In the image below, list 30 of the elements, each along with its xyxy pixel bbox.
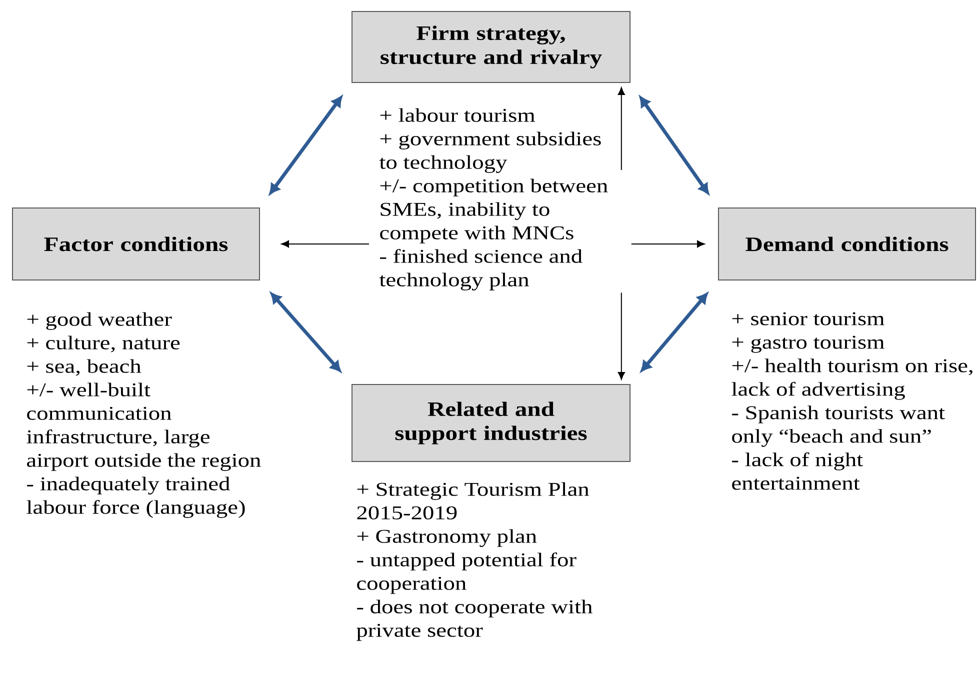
arrow — [630, 240, 705, 248]
bullet-item: +/- health tourism on rise, lack of advertising — [732, 358, 972, 400]
bullet-item: - lack of night entertainment — [732, 452, 863, 490]
factor-box: Firm strategy, structure and rivalry — [352, 11, 630, 83]
bullet-item: - Spanish tourists want only “beach and sun” — [732, 406, 945, 447]
arrow — [618, 87, 625, 170]
bullet-item: + labour tourism — [380, 108, 536, 122]
arrow — [281, 240, 370, 248]
factor-box: Related and support industries — [352, 384, 630, 462]
bullet-item: - untapped potential for cooperation — [357, 552, 576, 594]
bullet-item: - finished science and technology plan — [379, 249, 582, 290]
bullet-item: + gastro tourism — [732, 336, 884, 353]
bullet-item: + good weather — [27, 312, 172, 330]
bullet-item: + culture, nature — [27, 336, 180, 352]
factor-box: Factor conditions — [12, 208, 260, 280]
arrow — [269, 96, 342, 194]
bullet-item: +/- well-built communication infrastructure, large airport outside the region — [26, 382, 261, 471]
arrow — [640, 293, 708, 372]
arrow — [270, 292, 341, 372]
bullet-item: + Strategic Tourism Plan 2015-2019 — [357, 482, 590, 520]
bullet-item: + sea, beach — [27, 359, 142, 376]
factor-box: Demand conditions — [718, 208, 976, 280]
bullet-item: - does not cooperate with private sector — [356, 600, 592, 641]
arrow — [640, 96, 709, 194]
arrow — [618, 292, 625, 380]
bullet-item: +/- competition between SMEs, inability to compete with MNCs — [380, 178, 608, 244]
bullet-item: - inadequately trained labour force (language) — [26, 476, 245, 518]
bullet-item: + senior tourism — [732, 312, 884, 326]
bullet-item: + government subsidies to technology — [379, 132, 601, 173]
bullet-item: + Gastronomy plan — [357, 529, 537, 547]
